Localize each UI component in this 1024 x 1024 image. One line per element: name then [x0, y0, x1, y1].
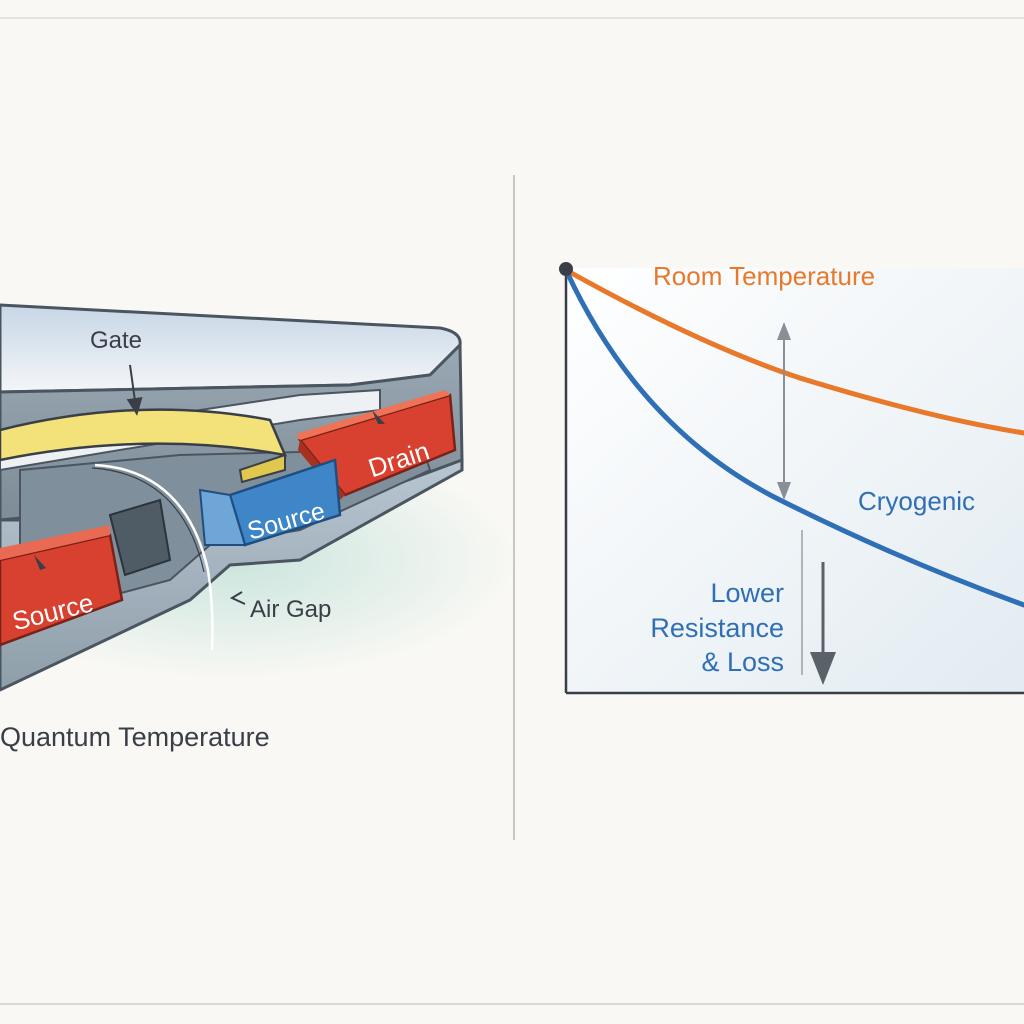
cryogenic-label: Cryogenic [858, 486, 975, 516]
annotation-line-2: Resistance [650, 613, 784, 643]
air-gap-label: Air Gap [250, 596, 331, 623]
gate-arrow [126, 364, 143, 416]
cryogenic-curve [563, 267, 1024, 608]
gate-label: Gate [90, 327, 142, 354]
device-illustration: Drain Source Source Gate Ai [0, 303, 520, 752]
gap-arrow-down-head [777, 482, 791, 500]
graph-plot-area [566, 268, 1024, 693]
gate-support-block [108, 498, 172, 577]
air-gap-wire-outline [91, 467, 205, 573]
resistance-graph: Room Temperature Cryogenic Lower Resista… [559, 261, 1024, 695]
gap-arrow-up-head [777, 322, 791, 340]
source-left-arrow-icon [34, 555, 46, 570]
drain-arrow-icon [372, 410, 385, 424]
gate-bar [0, 408, 288, 484]
curve-origin-point [559, 262, 573, 276]
annotation-line-1: Lower [710, 578, 784, 608]
annotation-line-3: & Loss [701, 647, 784, 677]
device-caption: Quantum Temperature [0, 722, 270, 752]
room-temperature-curve [563, 267, 1024, 436]
room-temperature-label: Room Temperature [653, 261, 875, 291]
air-gap-wire [94, 463, 214, 651]
air-gap-arrow [229, 591, 246, 605]
lower-resistance-arrow-head [810, 652, 836, 685]
